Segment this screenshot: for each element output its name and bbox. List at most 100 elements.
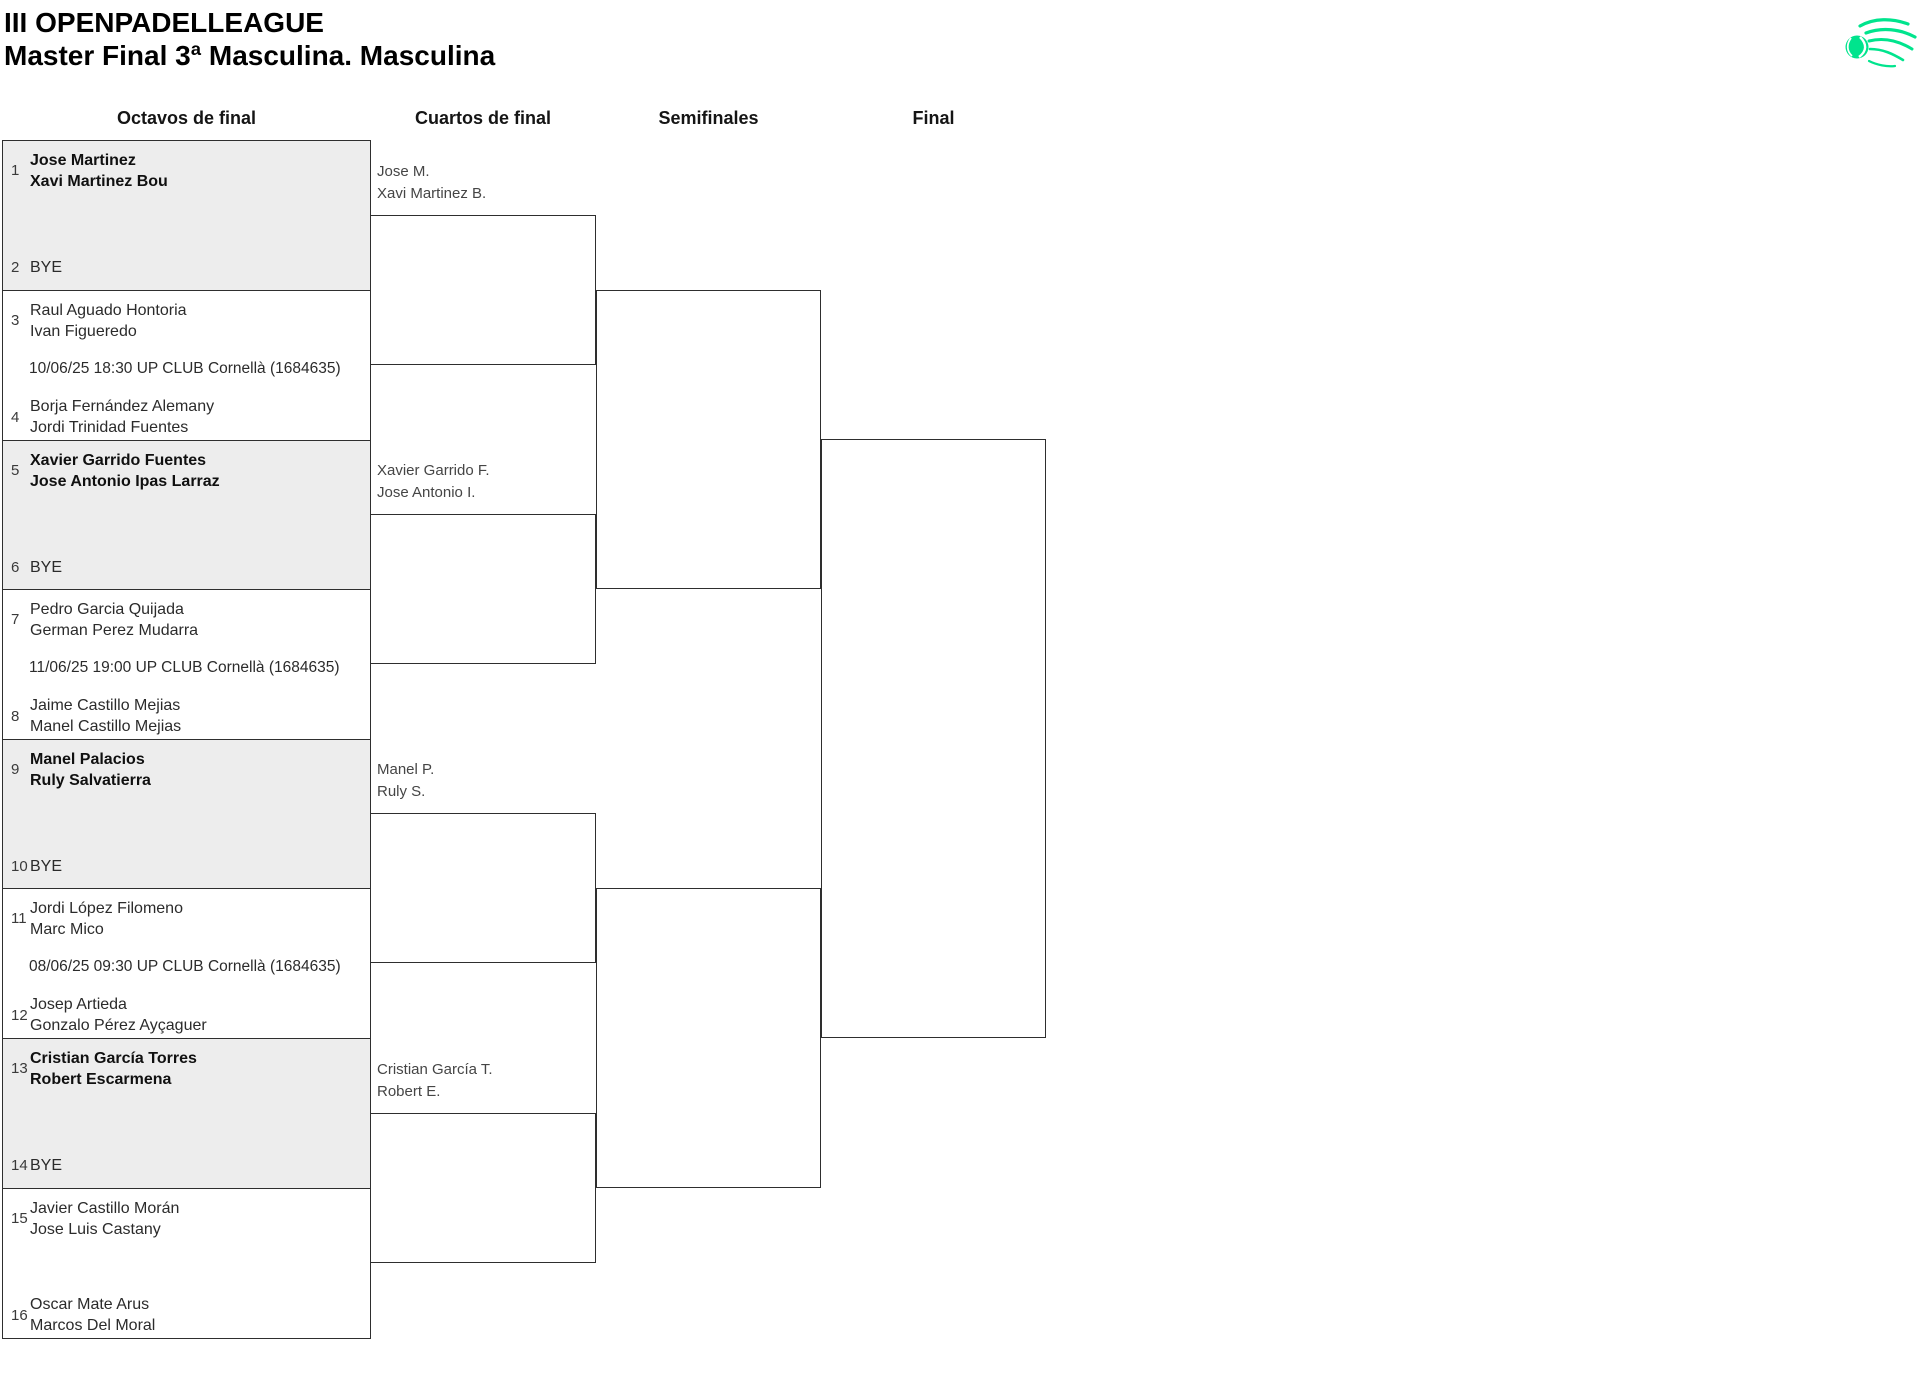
advancing-team-label: Jose M. Xavi Martinez B. [377,161,486,205]
team-pair: BYE [30,856,62,877]
player-name-line: Jose Antonio Ipas Larraz [30,473,220,490]
seed-number: 14 [11,1157,28,1174]
seed-number: 4 [11,409,20,426]
swoosh-line [1867,37,1914,51]
team-pair: BYE [30,557,62,578]
player-name-line: Cristian García Torres [30,1050,197,1067]
player-name-line: BYE [30,858,63,875]
ball-seam [1858,36,1867,58]
player-name-line: Xavi Martinez Bou [30,173,168,190]
team-pair: BYE [30,1155,62,1176]
seed-number: 9 [11,761,20,778]
player-name-line: Jose Antonio I. [377,484,476,501]
seed-number: 10 [11,858,28,875]
swoosh-line [1864,27,1917,39]
round-header-semifinales: Semifinales [658,108,759,128]
seed-number: 6 [11,559,20,576]
match-schedule: 11/06/25 19:00 UP CLUB Cornellà (1684635… [29,659,340,676]
match-box-seeds-9-10[interactable]: 9 Manel Palacios Ruly Salvatierra 10 BYE [2,739,371,889]
player-name-line: Gonzalo Pérez Ayçaguer [30,1017,207,1034]
player-name-line: Jose Luis Castany [30,1221,161,1238]
swoosh-line [1858,18,1910,28]
player-name-line: Jose Martinez [30,152,136,169]
team-pair: Jaime Castillo Mejias Manel Castillo Mej… [30,695,181,737]
player-name-line: Manel Palacios [30,751,145,768]
player-name-line: Robert Escarmena [30,1071,172,1088]
player-name-line: Xavier Garrido F. [377,462,490,479]
seed-number: 11 [11,910,27,927]
team-pair: Jose Martinez Xavi Martinez Bou [30,150,168,192]
player-name-line: Marcos Del Moral [30,1317,156,1334]
player-name-line: BYE [30,1157,63,1174]
swoosh-line [1867,59,1897,68]
player-name-line: Cristian García T. [377,1061,493,1078]
player-name-line: Manel Castillo Mejias [30,718,182,735]
team-pair: Jordi López Filomeno Marc Mico [30,898,183,940]
final-match-slot [821,439,1046,1038]
cuartos-match-slot-4 [370,1113,596,1263]
team-pair: Oscar Mate Arus Marcos Del Moral [30,1294,155,1336]
round-header-cuartos: Cuartos de final [414,108,552,128]
player-name-line: Oscar Mate Arus [30,1296,150,1313]
player-name-line: Jordi López Filomeno [30,900,183,917]
seed-number: 13 [11,1060,28,1077]
category-subtitle: Master Final 3ª Masculina. Masculina [4,40,496,71]
team-pair: Raul Aguado Hontoria Ivan Figueredo [30,300,187,342]
seed-number: 7 [11,611,20,628]
player-name-line: Ivan Figueredo [30,323,137,340]
team-pair: Borja Fernández Alemany Jordi Trinidad F… [30,396,214,438]
seed-number: 8 [11,708,20,725]
semifinal-match-slot-1 [596,290,821,589]
team-pair: Pedro Garcia Quijada German Perez Mudarr… [30,599,198,641]
player-name-line: Ruly Salvatierra [30,772,151,789]
team-pair: BYE [30,257,62,278]
player-name-line: Xavi Martinez B. [377,185,487,202]
player-name-line: BYE [30,559,63,576]
round-header-octavos: Octavos de final [116,108,257,128]
cuartos-match-slot-3 [370,813,596,963]
padel-ball-logo [1845,18,1917,68]
match-box-seeds-1-2[interactable]: 1 Jose Martinez Xavi Martinez Bou 2 BYE [2,140,371,291]
player-name-line: Pedro Garcia Quijada [30,601,184,618]
advancing-team-label: Manel P. Ruly S. [377,759,434,803]
match-box-seeds-3-4[interactable]: 3 Raul Aguado Hontoria Ivan Figueredo 10… [2,290,371,441]
player-name-line: Jordi Trinidad Fuentes [30,419,189,436]
player-name-line: Robert E. [377,1083,441,1100]
team-pair: Cristian García Torres Robert Escarmena [30,1048,197,1090]
player-name-line: Borja Fernández Alemany [30,398,215,415]
seed-number: 1 [11,162,20,179]
seed-number: 16 [11,1307,28,1324]
match-box-seeds-11-12[interactable]: 11 Jordi López Filomeno Marc Mico 08/06/… [2,888,371,1039]
seed-number: 12 [11,1007,28,1024]
match-box-seeds-7-8[interactable]: 7 Pedro Garcia Quijada German Perez Muda… [2,589,371,740]
team-pair: Javier Castillo Morán Jose Luis Castany [30,1198,179,1240]
team-pair: Manel Palacios Ruly Salvatierra [30,749,151,791]
cuartos-match-slot-2 [370,514,596,664]
match-box-seeds-5-6[interactable]: 5 Xavier Garrido Fuentes Jose Antonio Ip… [2,440,371,590]
seed-number: 3 [11,312,20,329]
ball-seam [1846,37,1853,57]
swoosh-line [1868,47,1905,62]
player-name-line: German Perez Mudarra [30,622,199,639]
player-name-line: Javier Castillo Morán [30,1200,180,1217]
match-box-seeds-13-14[interactable]: 13 Cristian García Torres Robert Escarme… [2,1038,371,1189]
player-name-line: BYE [30,259,63,276]
team-pair: Josep Artieda Gonzalo Pérez Ayçaguer [30,994,207,1036]
match-schedule: 08/06/25 09:30 UP CLUB Cornellà (1684635… [29,958,341,975]
seed-number: 5 [11,462,20,479]
seed-number: 15 [11,1210,28,1227]
advancing-team-label: Cristian García T. Robert E. [377,1059,493,1103]
round-header-final: Final [912,108,955,128]
player-name-line: Josep Artieda [30,996,127,1013]
cuartos-match-slot-1 [370,215,596,365]
player-name-line: Manel P. [377,761,435,778]
tournament-title: III OPENPADELLEAGUE [4,7,324,38]
match-schedule: 10/06/25 18:30 UP CLUB Cornellà (1684635… [29,360,341,377]
player-name-line: Jose M. [377,163,430,180]
advancing-team-label: Xavier Garrido F. Jose Antonio I. [377,460,490,504]
semifinal-match-slot-2 [596,888,821,1188]
player-name-line: Marc Mico [30,921,104,938]
player-name-line: Raul Aguado Hontoria [30,302,187,319]
match-box-seeds-15-16[interactable]: 15 Javier Castillo Morán Jose Luis Casta… [2,1188,371,1339]
